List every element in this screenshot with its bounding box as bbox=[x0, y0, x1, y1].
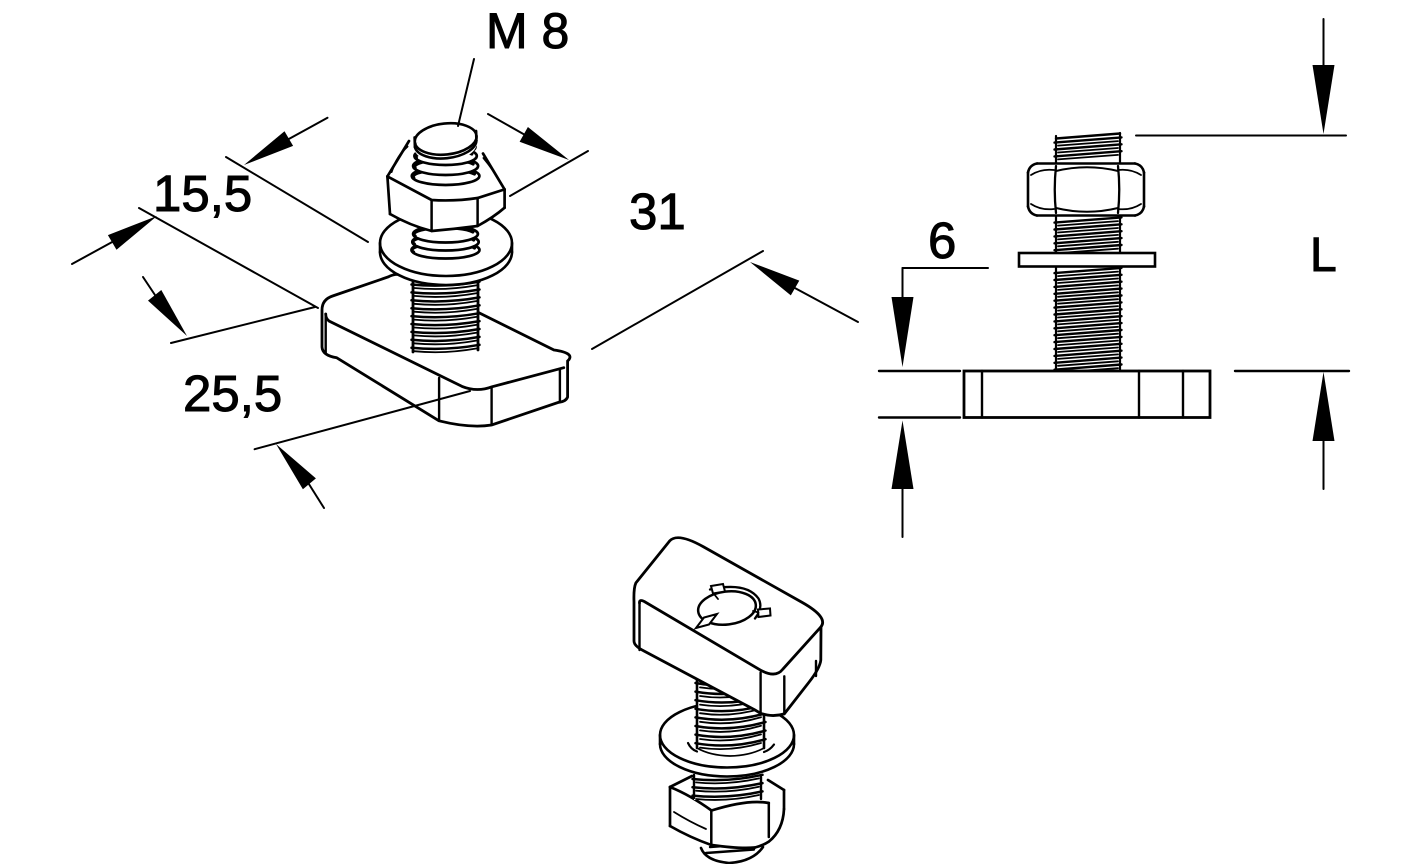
svg-text:25,5: 25,5 bbox=[183, 365, 282, 422]
svg-text:31: 31 bbox=[629, 183, 686, 240]
svg-text:6: 6 bbox=[928, 212, 956, 269]
svg-text:L: L bbox=[1310, 229, 1337, 282]
svg-text:15,5: 15,5 bbox=[153, 165, 252, 222]
svg-text:M 8: M 8 bbox=[486, 3, 569, 59]
